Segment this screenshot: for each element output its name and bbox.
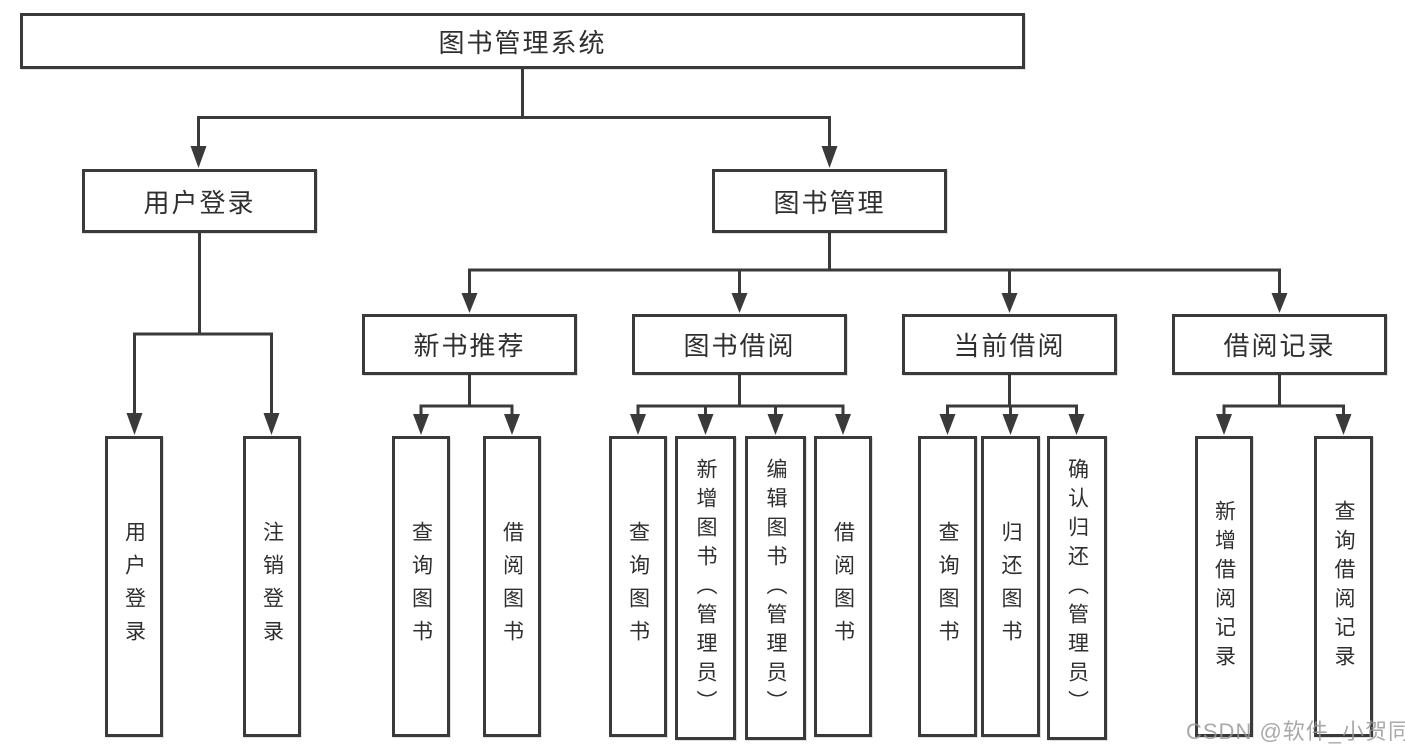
arrowhead-icon [630,414,646,435]
node-book-management-label: 图书管理 [773,187,886,218]
node-root: 图书管理系统 [20,13,1025,69]
arrowhead-icon [731,293,748,313]
edge-current-borrow-to-leaves [939,373,1085,435]
node-current-borrow-label: 当前借阅 [953,331,1066,361]
arrowhead-icon [1002,414,1019,435]
leaf-add-book-admin: 新增图书（管理员） [675,436,736,740]
leaf-user-login: 用户登录 [105,436,163,737]
leaf-logout: 注销登录 [243,436,301,737]
leaf-query-books-recommend: 查询图书 [392,436,450,737]
leaf-query-books-recommend-label: 查询图书 [409,520,433,653]
edge-book-management-to-level3 [461,231,1288,313]
arrowhead-icon [697,414,714,435]
leaf-query-borrow-record-label: 查询借阅记录 [1332,499,1355,674]
leaf-edit-book-admin-label: 编辑图书（管理员） [764,457,787,719]
arrowhead-icon [835,414,851,435]
node-book-borrow: 图书借阅 [632,314,847,375]
leaf-query-books-current: 查询图书 [918,436,977,737]
arrowhead-icon [1216,414,1232,435]
arrowhead-icon [939,414,956,435]
node-root-label: 图书管理系统 [438,27,607,58]
leaf-return-book-label: 归还图书 [999,520,1022,653]
node-new-book-recommend: 新书推荐 [362,314,577,375]
arrowhead-icon [1271,293,1288,313]
edge-new-book-recommend-to-leaves [413,373,520,435]
leaf-query-books-current-label: 查询图书 [936,520,959,653]
node-book-management: 图书管理 [712,169,947,233]
node-new-book-recommend-label: 新书推荐 [413,331,526,361]
leaf-add-book-admin-label: 新增图书（管理员） [694,457,717,719]
arrowhead-icon [1335,414,1352,435]
node-current-borrow: 当前借阅 [902,314,1117,375]
edge-root-to-level2 [190,66,838,168]
leaf-query-books-borrow-label: 查询图书 [626,520,650,653]
leaf-edit-book-admin: 编辑图书（管理员） [745,436,806,740]
edge-user-login-to-leaves [126,231,280,435]
leaf-query-books-borrow: 查询图书 [609,436,667,737]
node-user-login: 用户登录 [82,169,317,233]
leaf-logout-label: 注销登录 [260,520,284,653]
arrowhead-icon [263,413,280,435]
leaf-add-borrow-record: 新增借阅记录 [1195,436,1253,737]
leaf-borrow-books-recommend: 借阅图书 [483,436,541,737]
arrowhead-icon [767,414,784,435]
leaf-confirm-return-admin-label: 确认归还（管理员） [1065,457,1089,719]
arrowhead-icon [1001,293,1018,313]
node-book-borrow-label: 图书借阅 [683,331,796,361]
edge-borrow-records-to-leaves [1216,373,1352,435]
node-borrow-records-label: 借阅记录 [1223,331,1336,361]
leaf-confirm-return-admin: 确认归还（管理员） [1047,436,1107,740]
node-user-login-label: 用户登录 [143,187,256,218]
arrowhead-icon [190,146,207,168]
leaf-borrow-books-recommend-label: 借阅图书 [500,520,524,653]
arrowhead-icon [413,414,429,435]
arrowhead-icon [461,293,478,313]
leaf-query-borrow-record: 查询借阅记录 [1314,436,1373,737]
edge-book-borrow-to-leaves [630,373,851,435]
leaf-return-book: 归还图书 [981,436,1040,737]
leaf-user-login-label: 用户登录 [122,520,146,653]
leaf-add-borrow-record-label: 新增借阅记录 [1212,499,1236,674]
arrowhead-icon [821,146,838,168]
arrowhead-icon [1068,414,1085,435]
arrowhead-icon [504,414,520,435]
watermark: CSDN @软件_小贺同学 [1186,719,1405,744]
node-borrow-records: 借阅记录 [1172,314,1387,375]
leaf-borrow-books-borrow-label: 借阅图书 [831,520,855,653]
arrowhead-icon [126,413,143,435]
leaf-borrow-books-borrow: 借阅图书 [814,436,872,737]
